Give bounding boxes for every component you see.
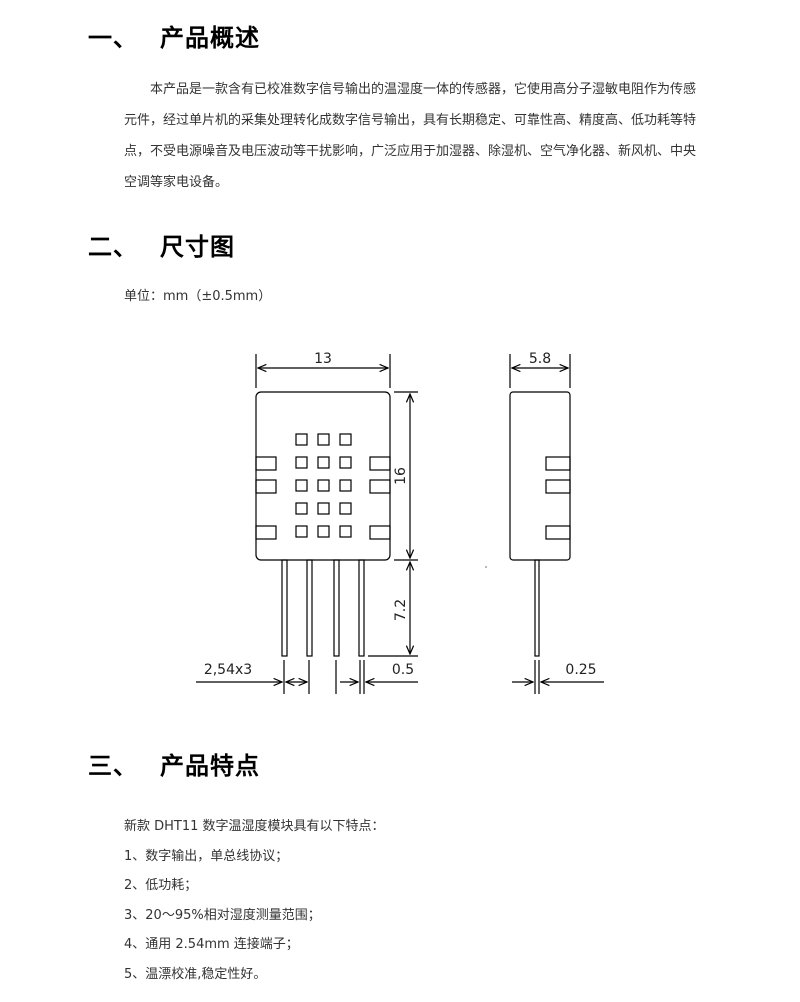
feature-item: 4、通用 2.54mm 连接端子；: [124, 937, 299, 952]
feature-item: 2、低功耗；: [124, 878, 198, 893]
feature-item: 1、数字输出，单总线协议；: [124, 848, 289, 864]
sensor-pins: [281, 559, 365, 657]
dimension-drawing: 13 16 7.2 2,54x3 0.5 5.8 0.25: [196, 351, 604, 694]
dim-height-label: 16: [393, 467, 409, 485]
sensor-grid-holes: [295, 433, 352, 538]
dim-pin-thickness-label: 0.25: [565, 662, 596, 678]
section-number: 一、: [88, 24, 138, 52]
features-list: 新款 DHT11 数字温湿度模块具有以下特点： 1、数字输出，单总线协议； 2、…: [124, 812, 385, 989]
section-title: 产品特点: [160, 752, 260, 780]
feature-item: 5、温漂校准,稳定性好。: [124, 966, 267, 982]
features-intro: 新款 DHT11 数字温湿度模块具有以下特点：: [124, 819, 385, 834]
overview-paragraph: 本产品是一款含有已校准数字信号输出的温湿度一体的传感器，它使用高分子湿敏电阻作为…: [124, 82, 697, 190]
dim-pin-length-label: 7.2: [393, 599, 409, 621]
dim-depth-label: 5.8: [529, 351, 551, 367]
section-number: 三、: [88, 752, 138, 780]
sensor-side-body: [509, 391, 571, 561]
sensor-side-pin: [534, 559, 540, 657]
feature-item: 3、20～95%相对湿度测量范围；: [124, 907, 321, 923]
section-heading-overview: 一、产品概述: [88, 18, 260, 53]
section-title: 尺寸图: [160, 233, 235, 261]
section-heading-dimensions: 二、尺寸图: [88, 227, 235, 262]
dim-width-label: 13: [314, 351, 332, 367]
dim-pin-width-label: 0.5: [392, 662, 414, 678]
dim-pin-pitch-label: 2,54x3: [204, 662, 252, 678]
unit-label: 单位：mm（±0.5mm）: [124, 289, 272, 304]
section-title: 产品概述: [160, 24, 260, 52]
section-heading-features: 三、产品特点: [88, 746, 260, 781]
section-number: 二、: [88, 233, 138, 261]
sensor-front-body: [255, 391, 391, 561]
